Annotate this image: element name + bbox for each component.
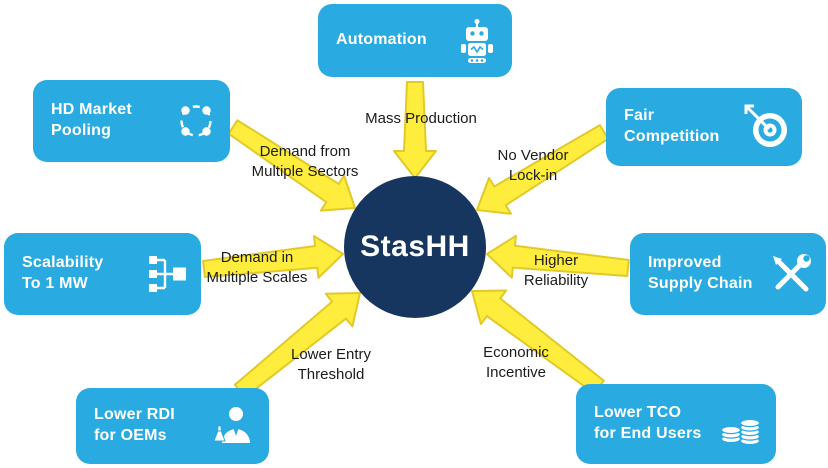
arrow-label-no-vendor-lockin: No Vendor Lock-in	[498, 146, 569, 187]
label-line: To 1 MW	[22, 275, 88, 292]
label-line: for End Users	[594, 425, 702, 442]
hierarchy-icon	[145, 252, 189, 296]
label-line: Economic	[483, 343, 549, 361]
arrow	[202, 235, 344, 279]
arrow-label-demand-multiple-scales: Demand in Multiple Scales	[207, 248, 308, 289]
label-line: Competition	[624, 128, 720, 145]
node-label: Lower TCO for End Users	[594, 403, 702, 445]
arrow	[476, 124, 610, 215]
label-line: for OEMs	[94, 427, 167, 444]
label-line: Demand from	[259, 142, 351, 160]
label-line: Scalability	[22, 254, 104, 272]
node-label: Fair Competition	[624, 106, 720, 148]
label-line: Threshold	[297, 366, 365, 383]
arrow	[393, 81, 437, 179]
node-fair-competition: Fair Competition	[606, 88, 802, 166]
network-nodes-icon	[174, 99, 218, 143]
node-automation: Automation	[318, 4, 512, 77]
node-label: Improved Supply Chain	[648, 253, 753, 295]
label-line: Lower RDI	[94, 406, 175, 424]
label-line: Lower Entry	[290, 345, 372, 363]
node-label: Scalability To 1 MW	[22, 253, 103, 295]
label-line: Incentive	[485, 364, 547, 381]
arrow	[227, 119, 356, 212]
arrow	[471, 289, 605, 395]
label-line: Supply Chain	[648, 275, 753, 292]
tools-icon	[768, 251, 814, 297]
label-line: No Vendor	[497, 146, 569, 164]
center-hub: StasHH	[344, 176, 486, 318]
arrow-label-higher-reliability: Higher Reliability	[524, 251, 588, 292]
node-label: Lower RDI for OEMs	[94, 405, 175, 447]
label-line: Fair	[624, 107, 655, 125]
node-label: HD Market Pooling	[51, 100, 132, 142]
arrow-label-economic-incentive: Economic Incentive	[483, 343, 549, 384]
node-lower-tco: Lower TCO for End Users	[576, 384, 776, 464]
node-scalability: Scalability To 1 MW	[4, 233, 201, 315]
scientist-icon	[211, 403, 257, 449]
label-line: Multiple Sectors	[251, 163, 359, 180]
coins-icon	[718, 401, 764, 447]
label-line: HD Market	[51, 101, 132, 119]
label-line: Demand in	[220, 248, 294, 266]
label-line: Automation	[336, 31, 427, 49]
target-dart-icon	[744, 104, 790, 150]
robot-icon	[454, 18, 500, 64]
label-line: Improved	[648, 254, 722, 272]
label-line: Higher	[533, 251, 579, 269]
label-line: Mass Production	[365, 109, 477, 127]
arrow-label-demand-multiple-sectors: Demand from Multiple Sectors	[252, 142, 359, 183]
label-line: Lower TCO	[594, 404, 682, 422]
arrow	[486, 234, 630, 279]
arrow-label-lower-entry-threshold: Lower Entry Threshold	[291, 345, 371, 386]
arrow	[233, 292, 361, 399]
label-line: Multiple Scales	[206, 269, 308, 286]
node-hd-market-pooling: HD Market Pooling	[33, 80, 230, 162]
center-title: StasHH	[360, 230, 470, 263]
node-label: Automation	[336, 30, 427, 51]
label-line: Pooling	[51, 122, 112, 139]
node-improved-supply-chain: Improved Supply Chain	[630, 233, 826, 315]
arrow-label-mass-production: Mass Production	[365, 109, 477, 129]
label-line: Reliability	[523, 272, 589, 289]
label-line: Lock-in	[508, 167, 558, 184]
node-lower-rdi: Lower RDI for OEMs	[76, 388, 269, 464]
